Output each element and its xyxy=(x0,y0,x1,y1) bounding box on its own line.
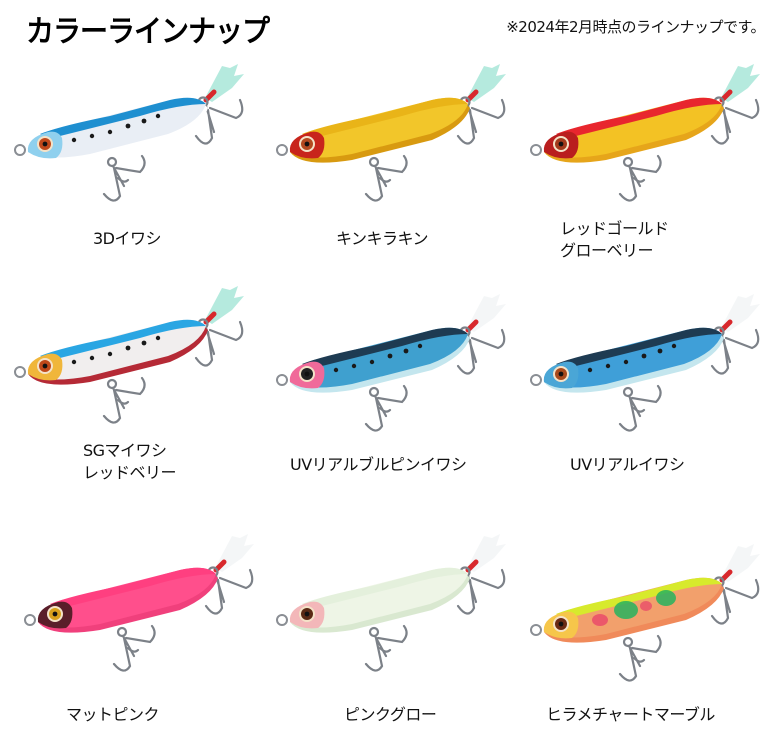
belly-treble-hook-icon xyxy=(112,624,156,672)
belly-treble-hook-icon xyxy=(618,384,662,432)
lure-image xyxy=(276,64,506,202)
lure-image xyxy=(14,64,244,202)
color-name-line: UVリアルブルピンイワシ xyxy=(290,455,467,474)
color-name-label: マットピンク xyxy=(66,704,160,726)
lure-body xyxy=(276,97,470,163)
lure-image xyxy=(14,286,244,424)
lure-body xyxy=(14,97,208,163)
color-name-label: UVリアルブルピンイワシ xyxy=(290,454,467,476)
belly-treble-hook-icon xyxy=(364,384,408,432)
color-name-line: グローベリー xyxy=(560,241,654,260)
belly-treble-hook-icon xyxy=(102,154,146,202)
lure-image xyxy=(530,294,760,432)
color-name-label: キンキラキン xyxy=(336,228,429,250)
color-name-line: レッドゴールド xyxy=(560,219,669,238)
lure-body xyxy=(14,319,208,385)
tinsel-icon xyxy=(465,64,506,103)
tinsel-icon xyxy=(719,64,760,103)
lure-image xyxy=(276,534,506,672)
color-name-line: 3Dイワシ xyxy=(93,229,162,248)
tinsel-icon xyxy=(203,64,244,103)
lure-body xyxy=(24,567,218,633)
tinsel-icon xyxy=(203,286,244,325)
color-name-line: UVリアルイワシ xyxy=(570,455,685,474)
rear-treble-hook-icon xyxy=(204,566,254,615)
color-name-label: SGマイワシレッドベリー xyxy=(83,440,177,484)
color-name-line: ヒラメチャートマーブル xyxy=(546,705,715,724)
lineup-date-note: ※2024年2月時点のラインナップです。 xyxy=(506,18,765,36)
lure-body xyxy=(276,567,470,633)
lure-image xyxy=(24,534,254,672)
belly-treble-hook-icon xyxy=(618,154,662,202)
tinsel-icon xyxy=(719,294,760,333)
tinsel-icon xyxy=(213,534,254,573)
belly-treble-hook-icon xyxy=(364,154,408,202)
color-name-line: キンキラキン xyxy=(336,229,429,248)
color-name-label: ピンクグロー xyxy=(344,704,437,726)
color-name-label: ヒラメチャートマーブル xyxy=(546,704,715,726)
color-name-label: 3Dイワシ xyxy=(93,228,162,250)
color-name-line: ピンクグロー xyxy=(344,705,437,724)
tinsel-icon xyxy=(465,294,506,333)
color-name-label: UVリアルイワシ xyxy=(570,454,685,476)
color-name-line: レッドベリー xyxy=(83,463,177,482)
tinsel-icon xyxy=(719,544,760,583)
lure-body xyxy=(530,327,724,393)
lure-body xyxy=(530,97,724,163)
belly-treble-hook-icon xyxy=(618,634,662,682)
lure-image xyxy=(530,544,760,682)
tinsel-icon xyxy=(465,534,506,573)
lure-image xyxy=(276,294,506,432)
color-name-line: SGマイワシ xyxy=(83,441,167,460)
color-name-line: マットピンク xyxy=(66,705,160,724)
belly-treble-hook-icon xyxy=(102,376,146,424)
page-title: カラーラインナップ xyxy=(26,13,270,50)
color-name-label: レッドゴールドグローベリー xyxy=(560,218,669,262)
lure-body xyxy=(530,577,724,643)
lure-body xyxy=(276,327,470,393)
lure-image xyxy=(530,64,760,202)
belly-treble-hook-icon xyxy=(364,624,408,672)
